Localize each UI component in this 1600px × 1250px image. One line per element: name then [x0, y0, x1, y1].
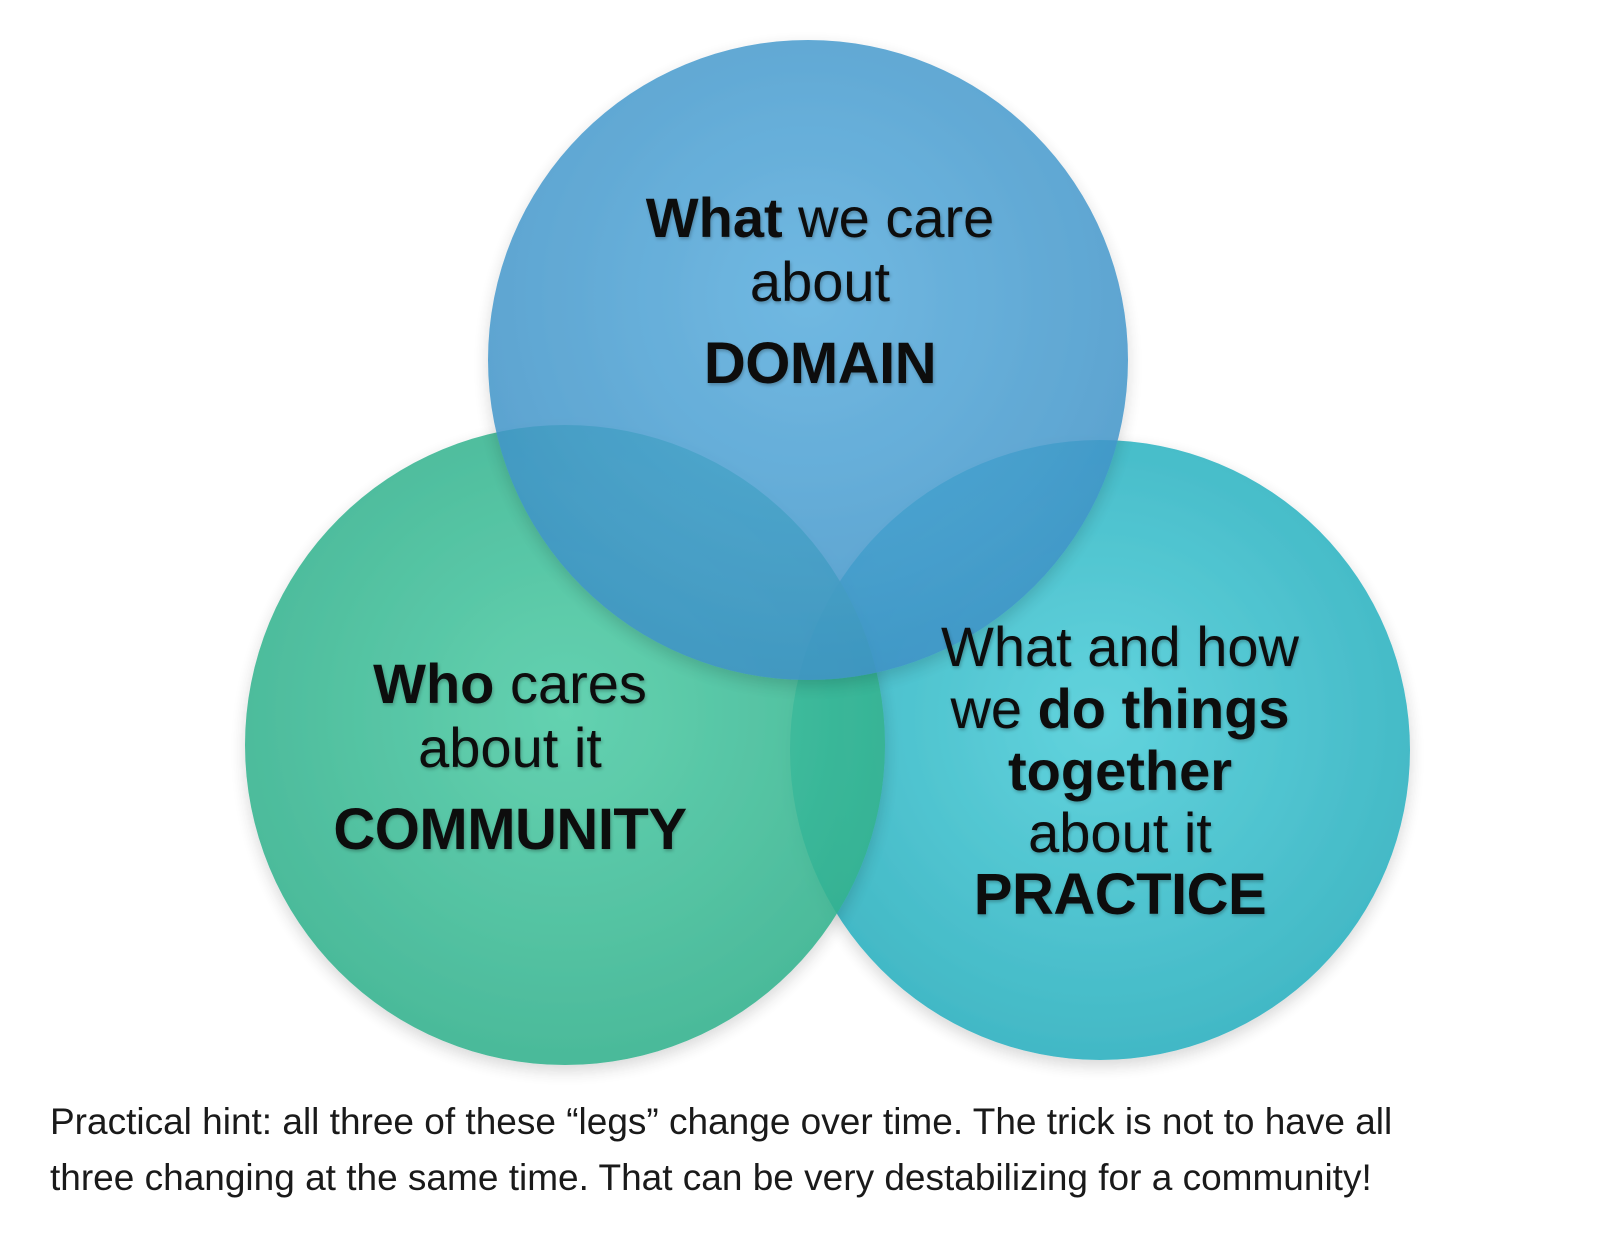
community-lead-rest: cares [494, 652, 647, 715]
domain-title: DOMAIN [703, 331, 937, 396]
hint-line-1: Practical hint: all three of these “legs… [50, 1101, 1393, 1142]
domain-circle [488, 40, 1128, 680]
domain-label: What we care about DOMAIN [560, 186, 1080, 396]
practice-line-2-plain: we [950, 677, 1038, 740]
domain-line-1: What we care [560, 186, 1080, 250]
community-lead-bold: Who [373, 652, 495, 715]
domain-line-2: about [749, 250, 891, 313]
domain-lead-bold: What [645, 186, 783, 249]
community-line-1: Who cares [260, 652, 760, 716]
community-line-2: about it [418, 716, 602, 779]
practice-label: What and how we do things together about… [860, 616, 1380, 926]
practice-line-2-bold: do things [1037, 677, 1290, 740]
practice-title: PRACTICE [973, 862, 1267, 927]
hint-line-2: three changing at the same time. That ca… [50, 1157, 1372, 1198]
community-label: Who cares about it COMMUNITY [260, 652, 760, 862]
community-title: COMMUNITY [333, 797, 687, 862]
practice-line-4: about it [1028, 801, 1212, 864]
practice-line-3: together [1008, 739, 1232, 802]
domain-lead-rest: we care [782, 186, 995, 249]
practice-line-1: What and how [941, 615, 1299, 678]
practice-line-2: we do things [860, 678, 1380, 740]
practical-hint: Practical hint: all three of these “legs… [50, 1094, 1560, 1206]
